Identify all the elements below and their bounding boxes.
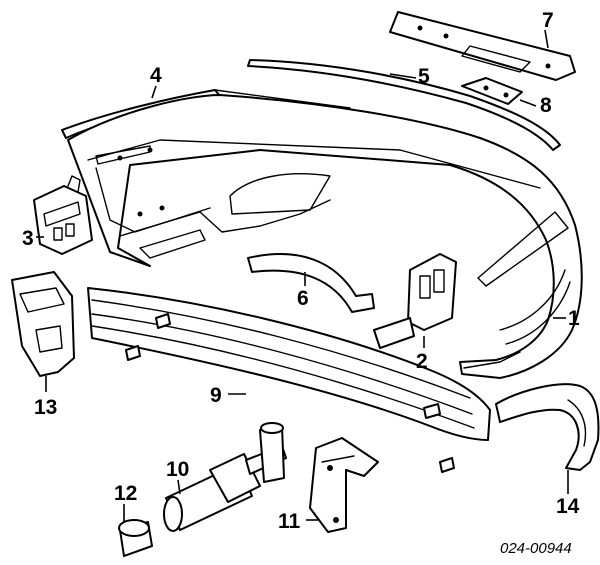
part-5-upper-strip bbox=[247, 59, 561, 151]
part-7-reinforcement-plate bbox=[389, 11, 576, 81]
callout-7: 7 bbox=[542, 9, 554, 32]
callout-1: 1 bbox=[568, 307, 580, 330]
leader-lines bbox=[36, 29, 569, 522]
callout-10: 10 bbox=[166, 458, 189, 481]
part-8-bracket bbox=[461, 77, 523, 105]
part-11-shock-bracket bbox=[309, 437, 379, 533]
callout-14: 14 bbox=[556, 495, 580, 518]
callout-labels: 1 2 3 4 5 6 7 8 9 10 11 12 13 14 024-009… bbox=[22, 9, 580, 557]
callout-3: 3 bbox=[22, 227, 34, 250]
part-6-curved-extension bbox=[247, 253, 375, 313]
callout-6: 6 bbox=[297, 287, 309, 310]
part-13-mounting-bracket bbox=[11, 271, 75, 377]
callout-11: 11 bbox=[278, 510, 301, 533]
part-2-side-bracket bbox=[373, 253, 457, 349]
callout-13: 13 bbox=[34, 396, 57, 419]
part-3-side-bracket bbox=[33, 175, 93, 255]
part-1-bumper-cover bbox=[67, 94, 583, 379]
part-14-mounting-bracket bbox=[495, 383, 600, 471]
callout-8: 8 bbox=[540, 94, 552, 117]
part-10-shock-absorber bbox=[163, 422, 287, 532]
callout-9: 9 bbox=[210, 384, 222, 407]
part-12-end-cap bbox=[118, 519, 153, 557]
callout-4: 4 bbox=[150, 64, 162, 87]
catalog-code: 024-00944 bbox=[500, 540, 572, 557]
callout-2: 2 bbox=[416, 350, 428, 373]
callout-12: 12 bbox=[114, 482, 137, 505]
callout-5: 5 bbox=[418, 65, 430, 88]
part-9-energy-absorber bbox=[87, 287, 491, 473]
